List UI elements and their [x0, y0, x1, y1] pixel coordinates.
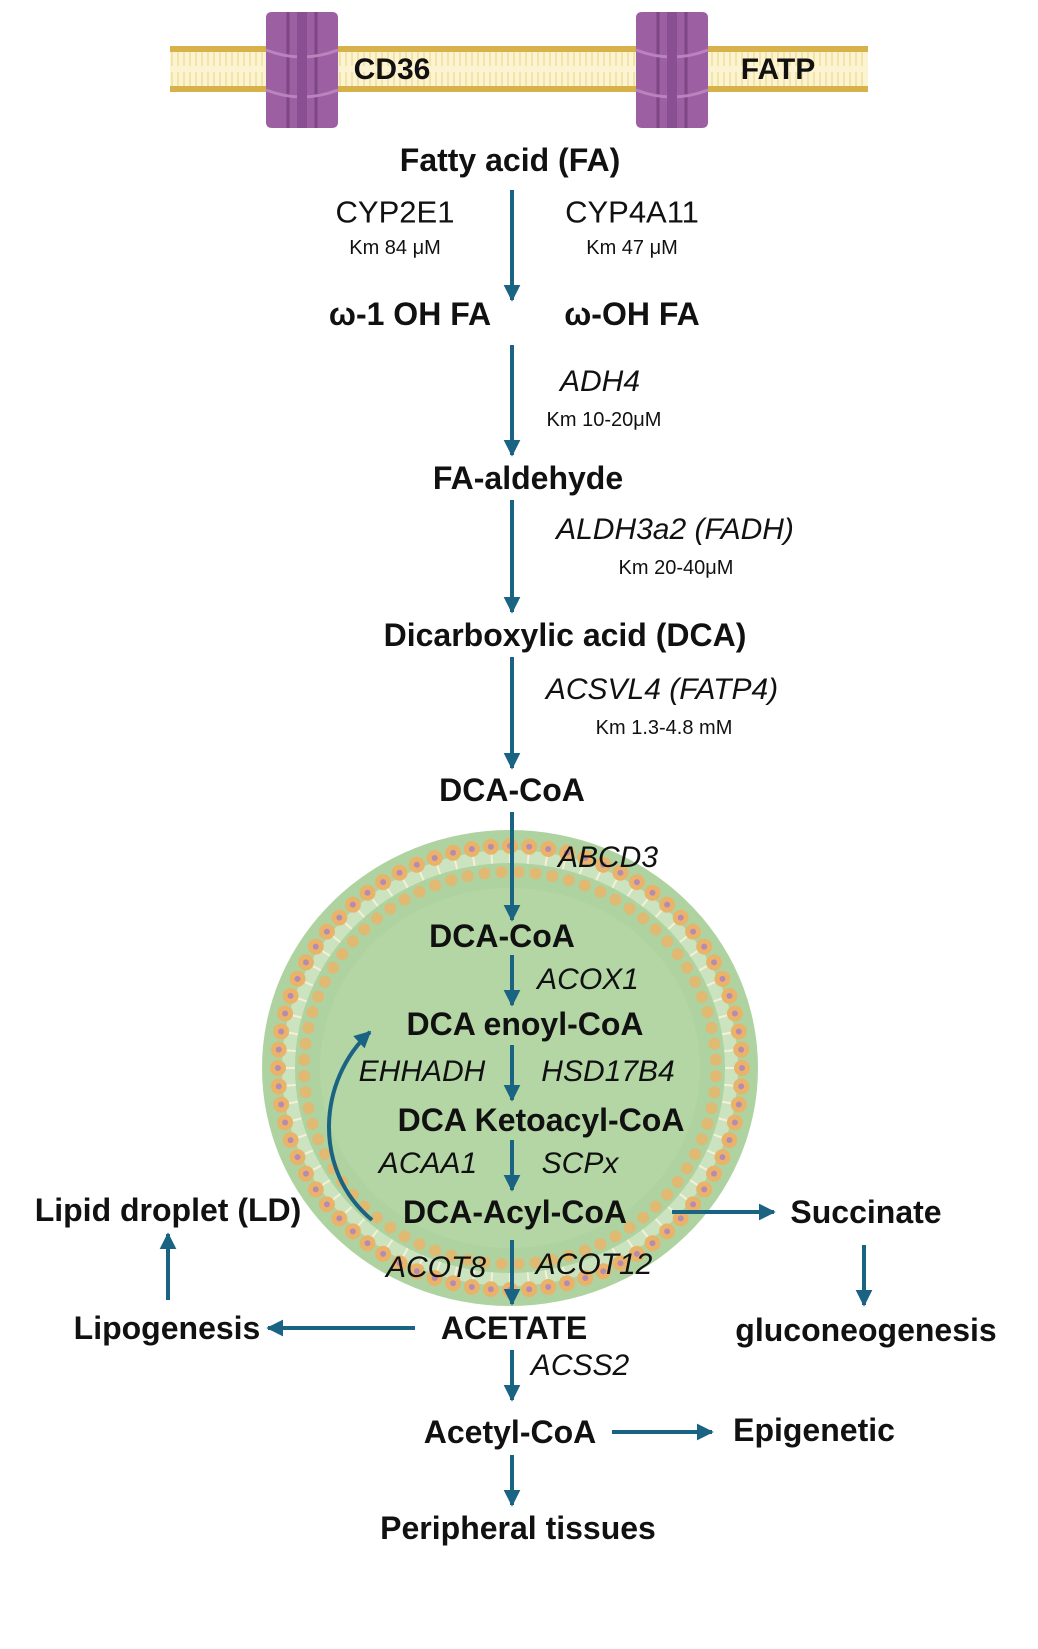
gluconeogenesis-label: gluconeogenesis	[735, 1312, 997, 1348]
acot12-label: ACOT12	[535, 1248, 653, 1281]
adh4-label: ADH4	[559, 365, 641, 398]
aldh3a2-km: Km 20-40μM	[618, 557, 734, 579]
acss2-label: ACSS2	[530, 1349, 630, 1382]
fatp-label: FATP	[740, 53, 816, 86]
cd36-label: CD36	[353, 53, 431, 86]
acox1-label: ACOX1	[537, 963, 639, 996]
omega1-oh-fa-label: ω-1 OH FA	[328, 296, 492, 332]
dca-coa-cytosol-label: DCA-CoA	[439, 772, 585, 808]
abcd3-label: ABCD3	[557, 841, 659, 874]
hsd17b4-label: HSD17B4	[541, 1055, 675, 1088]
acetate-label: ACETATE	[440, 1310, 588, 1346]
aldh3a2-label: ALDH3a2 (FADH)	[556, 513, 794, 546]
acaa1-label: ACAA1	[378, 1147, 478, 1180]
peripheral-tissues-label: Peripheral tissues	[380, 1510, 656, 1546]
cd36-transporter-icon	[265, 12, 339, 128]
dca-acyl-coa-label: DCA-Acyl-CoA	[403, 1194, 627, 1230]
dca-coa-peroxisome-label: DCA-CoA	[429, 918, 575, 954]
arrow-cycle-back	[327, 1030, 374, 1222]
fatp-transporter-icon	[635, 12, 709, 128]
acetyl-coa-label: Acetyl-CoA	[423, 1414, 597, 1450]
dca-enoyl-coa-label: DCA enoyl-CoA	[406, 1006, 644, 1042]
acsvl4-label: ACSVL4 (FATP4)	[545, 673, 779, 706]
fatty-acid-label: Fatty acid (FA)	[399, 142, 621, 178]
succinate-label: Succinate	[790, 1194, 942, 1230]
ehhadh-label: EHHADH	[358, 1055, 486, 1088]
lipogenesis-label: Lipogenesis	[73, 1310, 261, 1346]
cyp4a11-label: CYP4A11	[565, 194, 699, 230]
dca-ketoacyl-coa-label: DCA Ketoacyl-CoA	[397, 1102, 685, 1138]
acot8-label: ACOT8	[385, 1251, 487, 1284]
adh4-km: Km 10-20μM	[546, 409, 662, 431]
omega-oh-fa-label: ω-OH FA	[564, 296, 700, 332]
lipid-droplet-label: Lipid droplet (LD)	[34, 1192, 302, 1228]
epigenetic-label: Epigenetic	[733, 1412, 895, 1448]
cyp2e1-km: Km 84 μM	[349, 237, 441, 259]
pathway-arrows	[159, 190, 873, 1507]
fa-aldehyde-label: FA-aldehyde	[432, 460, 624, 496]
acsvl4-km: Km 1.3-4.8 mM	[595, 717, 733, 739]
scpx-label: SCPx	[541, 1147, 619, 1180]
dicarboxylic-acid-label: Dicarboxylic acid (DCA)	[383, 617, 747, 653]
cyp2e1-label: CYP2E1	[335, 194, 455, 230]
cyp4a11-km: Km 47 μM	[586, 237, 678, 259]
